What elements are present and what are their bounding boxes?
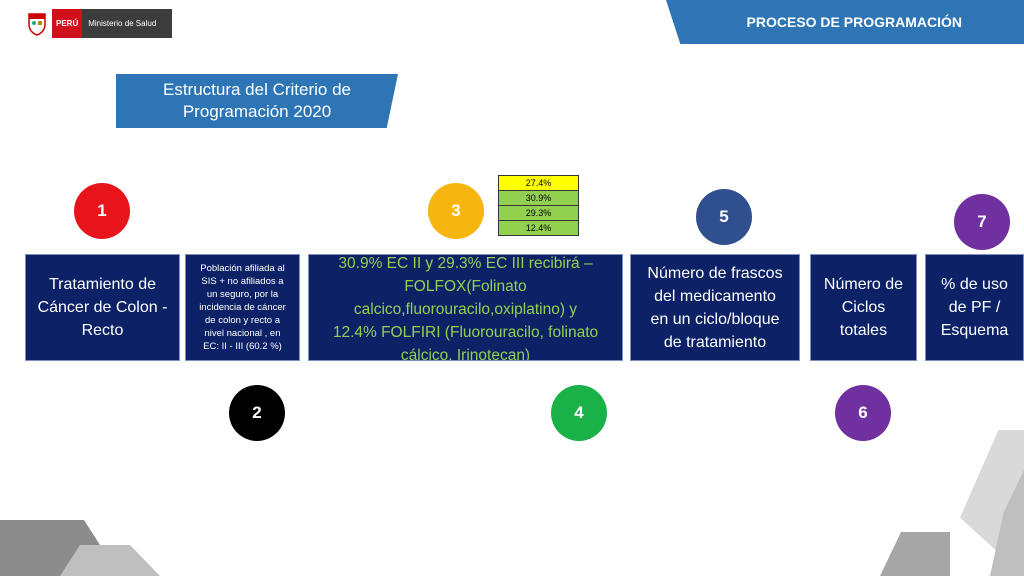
step-number: 2 — [252, 403, 262, 422]
box-line: Cáncer de Colon - — [37, 299, 168, 316]
title-line-2: Programación 2020 — [182, 102, 332, 121]
box-line: calcico,fluorouracilo,oxiplatino) y — [353, 301, 578, 318]
box-line: FOLFOX(Folinato — [404, 278, 527, 295]
header-banner: PROCESO DE PROGRAMACIÓN — [666, 0, 1024, 44]
logo-country: PERÚ — [52, 9, 83, 38]
step-number: 1 — [97, 201, 107, 220]
step-number: 3 — [451, 201, 461, 220]
box-line: 12.4% FOLFIRI (Fluorouracilo, folinato — [332, 324, 599, 341]
step-circle-7: 7 — [954, 194, 1010, 250]
box-line: totales — [839, 322, 888, 339]
box-usage: % de uso de PF / Esquema — [925, 254, 1024, 361]
table-cell: 29.3% — [498, 205, 579, 221]
step-number: 7 — [977, 212, 987, 231]
step-number: 6 — [858, 403, 868, 422]
decor-shape-bottom-right — [880, 532, 950, 576]
box-line: un seguro, por la — [206, 289, 279, 300]
box-regimen: 30.9% EC II y 29.3% EC III recibirá – FO… — [308, 254, 623, 361]
coat-of-arms-icon — [22, 9, 52, 38]
title-line-1: Estructura del Criterio de — [162, 80, 352, 99]
table-row: 29.3% — [498, 205, 579, 221]
box-line: Ciclos — [841, 299, 886, 316]
box-line: cálcico, Irinotecan) — [400, 347, 531, 361]
box-line: EC: II - III (60.2 %) — [203, 341, 282, 352]
box-line: Recto — [81, 322, 124, 339]
box-population: Población afiliada al SIS + no afiliados… — [185, 254, 300, 361]
box-line: % de uso — [941, 276, 1008, 293]
criteria-title-box: Estructura del Criterio de Programación … — [116, 74, 398, 128]
box-line: Número de frascos — [647, 264, 783, 282]
step-number: 5 — [719, 207, 729, 226]
box-line: de colon y recto a — [204, 315, 280, 326]
box-line: incidencia de cáncer — [199, 302, 286, 313]
box-line: Tratamiento de — [48, 276, 156, 293]
box-vials: Número de frascos del medicamento en un … — [630, 254, 800, 361]
table-row: 12.4% — [498, 220, 579, 236]
step-circle-4: 4 — [551, 385, 607, 441]
step-circle-1: 1 — [74, 183, 130, 239]
table-cell: 27.4% — [498, 175, 579, 191]
box-line: del medicamento — [654, 287, 776, 305]
step-circle-3: 3 — [428, 183, 484, 239]
box-line: en un ciclo/bloque — [650, 310, 780, 328]
step-circle-2: 2 — [229, 385, 285, 441]
table-cell: 12.4% — [498, 220, 579, 236]
box-line: 30.9% EC II y 29.3% EC III recibirá – — [338, 255, 593, 272]
ministry-logo: PERÚ Ministerio de Salud — [22, 9, 172, 38]
box-line: de tratamiento — [663, 333, 767, 351]
step-circle-5: 5 — [696, 189, 752, 245]
table-row: 30.9% — [498, 190, 579, 206]
step-circle-6: 6 — [835, 385, 891, 441]
box-line: de PF / — [948, 299, 1001, 316]
box-line: Población afiliada al — [200, 263, 285, 274]
percentage-table: 27.4% 30.9% 29.3% 12.4% — [498, 175, 579, 236]
step-number: 4 — [574, 403, 584, 422]
header-title: PROCESO DE PROGRAMACIÓN — [746, 14, 962, 30]
logo-ministry: Ministerio de Salud — [82, 9, 172, 38]
box-line: nivel nacional , en — [204, 328, 281, 339]
table-cell: 30.9% — [498, 190, 579, 206]
box-cycles: Número de Ciclos totales — [810, 254, 917, 361]
box-line: Número de — [823, 276, 904, 293]
box-treatment: Tratamiento de Cáncer de Colon - Recto — [25, 254, 180, 361]
box-line: SIS + no afiliados a — [201, 276, 284, 287]
box-line: Esquema — [940, 322, 1009, 339]
table-row: 27.4% — [498, 175, 579, 191]
